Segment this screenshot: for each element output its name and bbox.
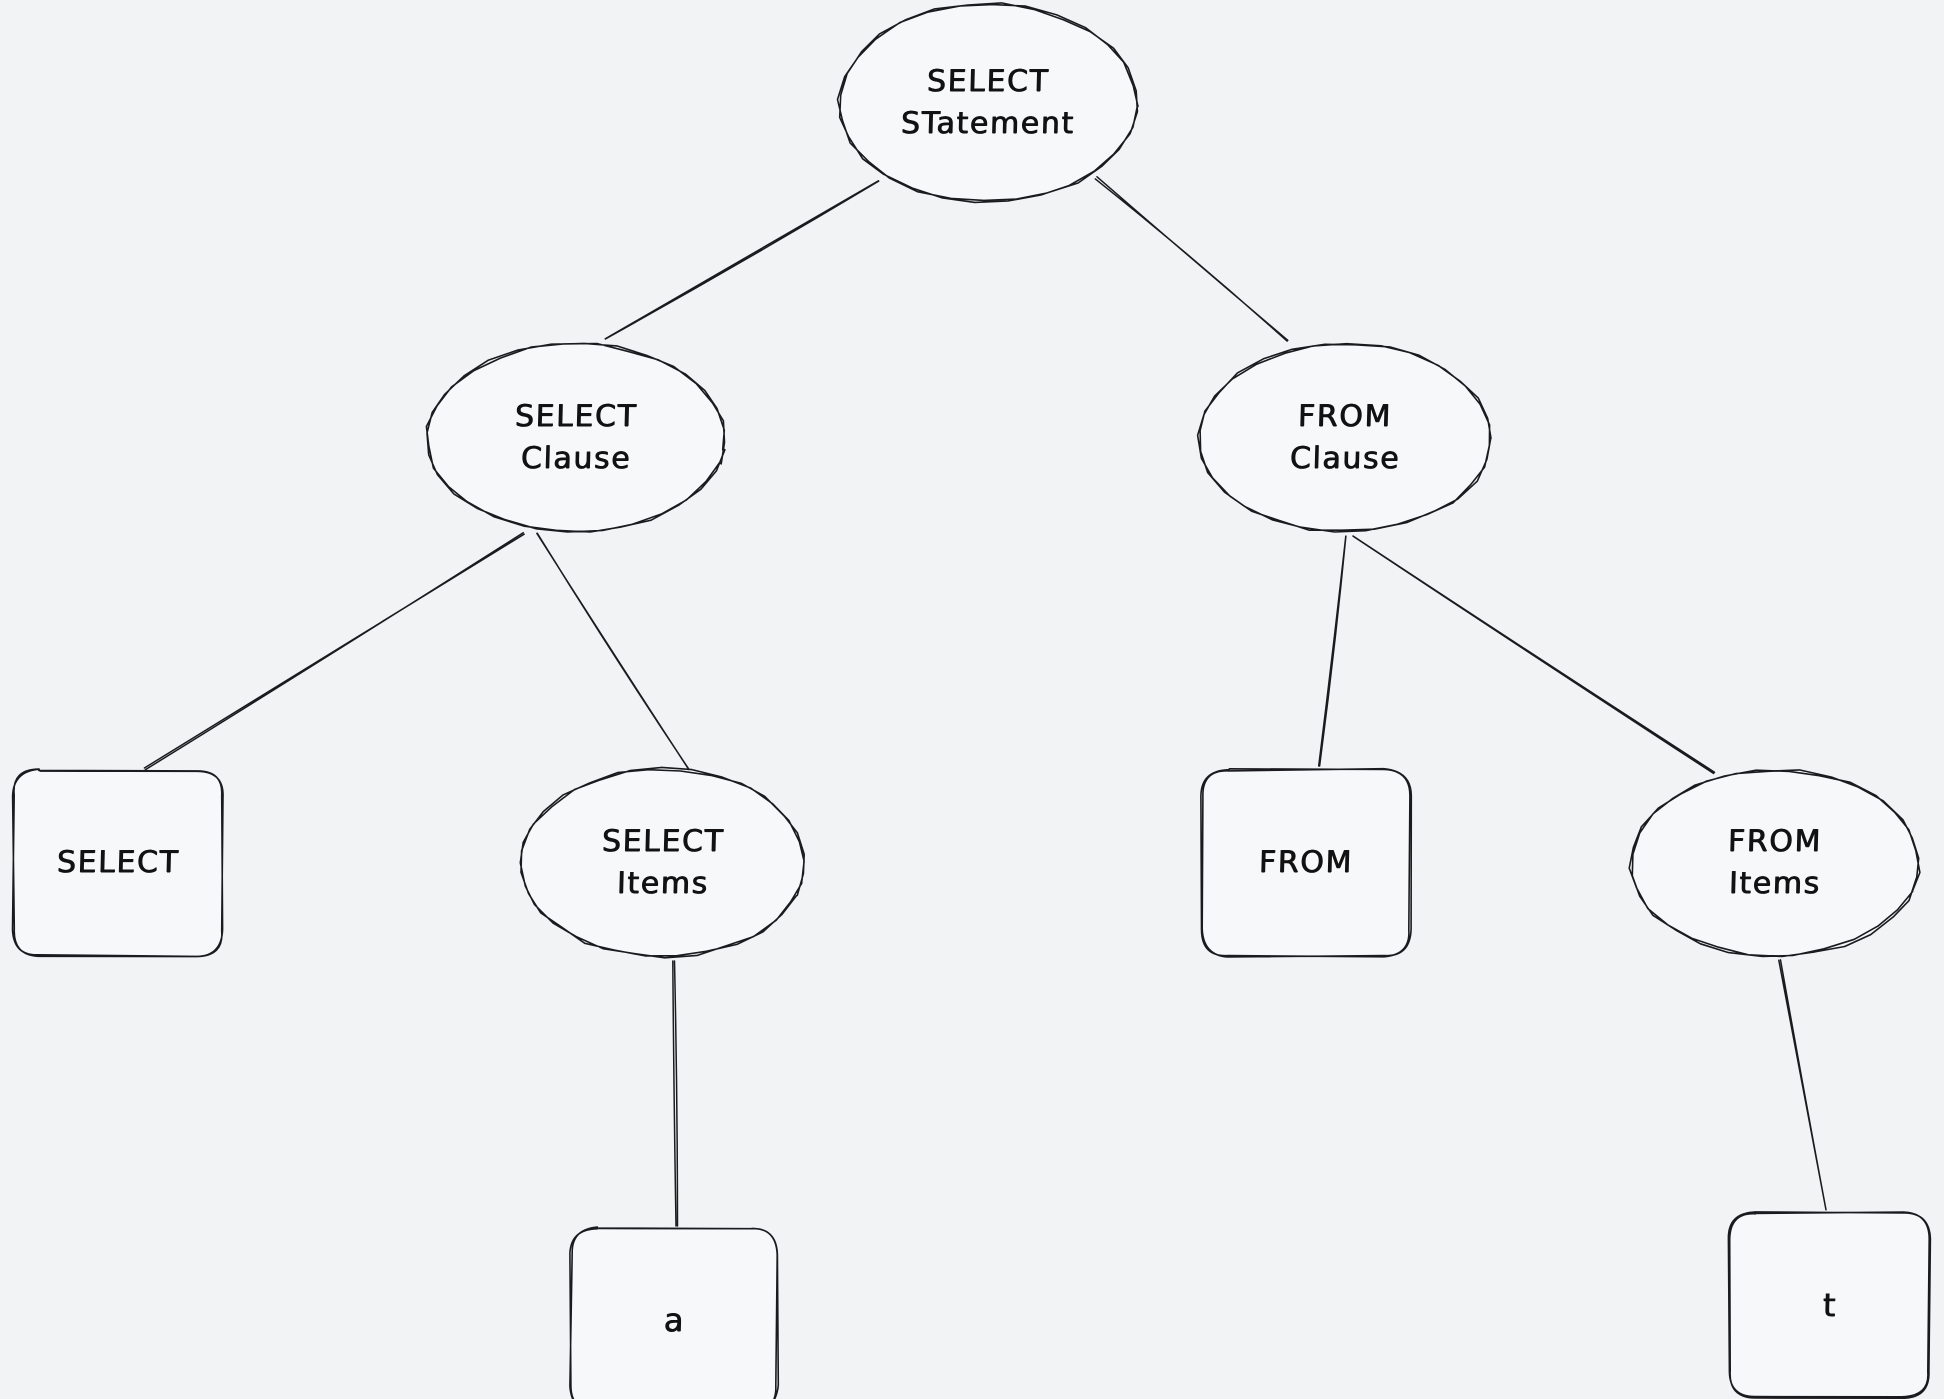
node-label-line1: SELECT [601,823,725,859]
ellipse-shape [1196,342,1492,533]
node-label-line1: a [663,1300,685,1339]
node-label-line2: STatement [900,106,1076,141]
edge-from-items-t [1778,959,1827,1211]
node-label-line2: Items [616,866,710,901]
edge-select-clause-select-items [536,532,690,771]
node-select-statement[interactable]: SELECT STatement [835,0,1141,206]
node-leaf-a[interactable]: a [567,1224,781,1399]
edge-from-clause-from-items [1352,535,1716,775]
node-select-items[interactable]: SELECT Items [517,765,809,961]
rounded-rect-shape [1727,1211,1932,1399]
node-label-line1: FROM [1297,398,1393,434]
ellipse-shape [1628,769,1921,958]
node-label-line1: FROM [1258,844,1354,880]
node-label-line2: Items [1728,866,1822,901]
ellipse-shape [836,2,1139,204]
node-label-line1: FROM [1727,823,1823,859]
node-from-terminal[interactable]: FROM [1198,766,1414,960]
ellipse-shape [519,766,805,959]
node-label-line2: Clause [1289,441,1401,476]
rounded-rect-shape [1200,767,1413,958]
edge-select-clause-select [143,531,525,771]
node-label-line2: Clause [520,441,632,476]
node-from-items[interactable]: FROM Items [1627,766,1923,960]
ellipse-shape [425,342,726,533]
node-select-terminal[interactable]: SELECT [9,766,227,960]
node-select-clause[interactable]: SELECT Clause [423,340,729,536]
node-label-line1: t [1822,1285,1836,1324]
node-leaf-t[interactable]: t [1725,1209,1933,1399]
node-from-clause[interactable]: FROM Clause [1195,340,1495,536]
node-label-line1: SELECT [56,844,180,880]
node-label-line1: SELECT [926,63,1050,99]
node-label-line1: SELECT [514,398,638,434]
rounded-rect-shape [11,768,224,958]
edge-select-items-a [672,960,679,1227]
rounded-rect-shape [569,1226,780,1399]
edge-from-clause-from [1317,535,1347,767]
